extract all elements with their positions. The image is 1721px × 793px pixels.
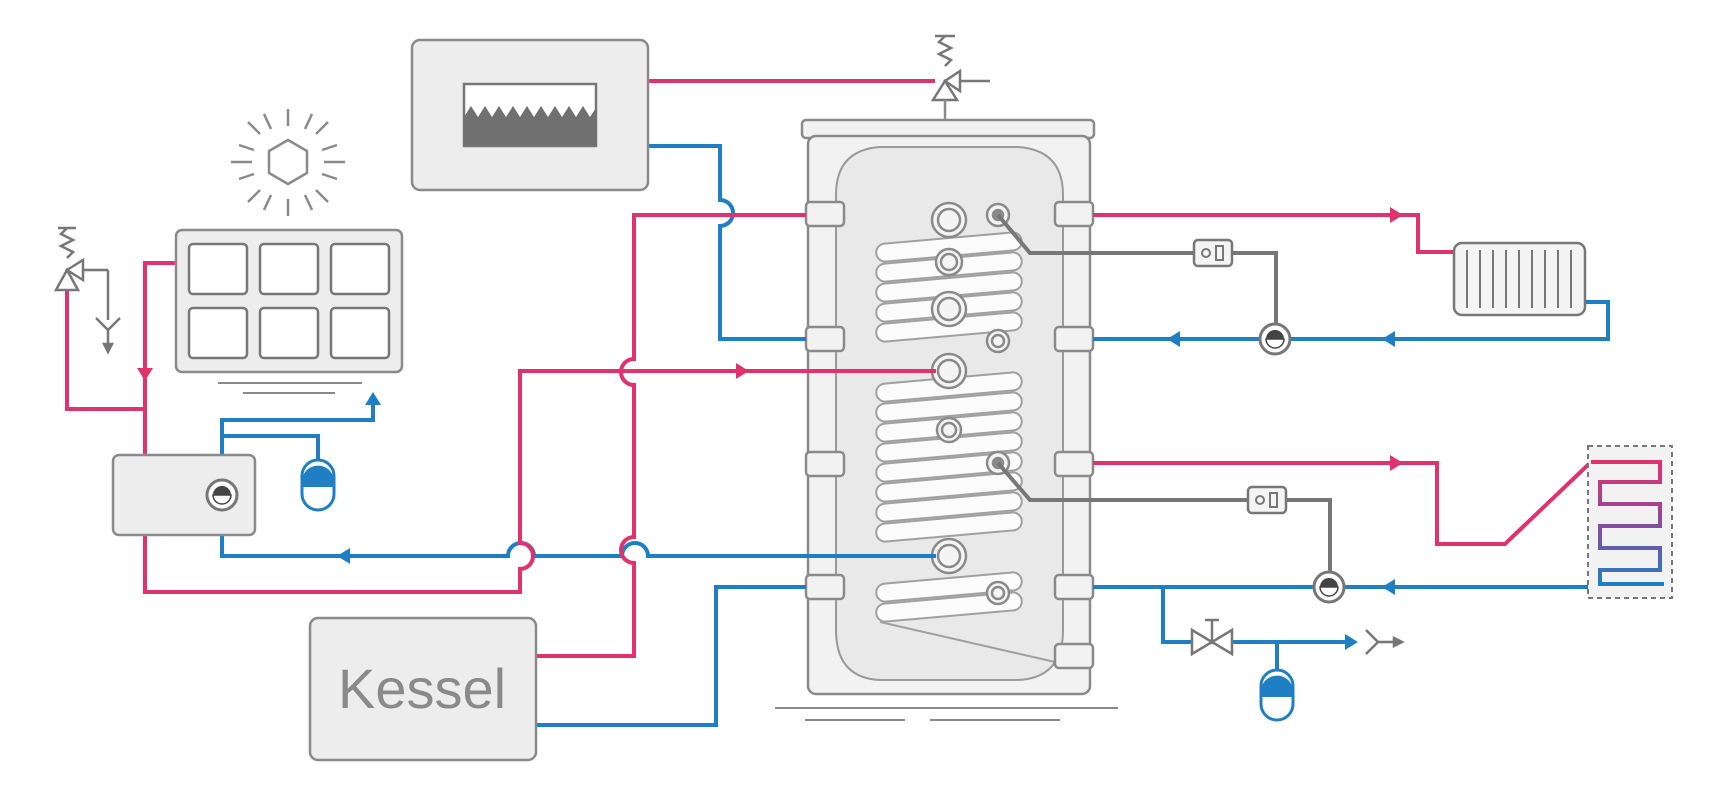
solar-collector-icon bbox=[174, 228, 404, 394]
controller-icon bbox=[1246, 485, 1288, 515]
hot-pipe-solar-safety bbox=[65, 290, 145, 411]
check-valve-icon bbox=[1190, 618, 1234, 657]
radiator-icon bbox=[1452, 241, 1587, 317]
heat-generator-box bbox=[410, 38, 650, 192]
heat-exchanger-coil-icon bbox=[875, 571, 1056, 663]
hot-pipe-floor-flow bbox=[1093, 460, 1593, 546]
controller-icon bbox=[1192, 238, 1234, 268]
hot-pipe-solar-flow bbox=[143, 261, 936, 594]
cold-pipe-boiler-return bbox=[536, 585, 806, 727]
sun-icon bbox=[231, 109, 345, 216]
cold-pipe-radiator-return bbox=[1093, 300, 1610, 341]
pump-icon bbox=[1258, 322, 1292, 356]
expansion-vessel-icon bbox=[300, 458, 336, 512]
boiler-label: Kessel bbox=[338, 657, 507, 720]
expansion-vessel-icon bbox=[1259, 668, 1295, 722]
hot-pipe-boiler-flow bbox=[536, 213, 806, 658]
cold-pipe-expansion-solar bbox=[222, 434, 320, 460]
safety-valve-icon bbox=[930, 34, 990, 120]
gas-boiler-icon bbox=[308, 616, 538, 762]
hot-pipe-radiator-flow bbox=[1093, 213, 1455, 254]
solar-station bbox=[111, 453, 257, 537]
pump-icon bbox=[1312, 570, 1346, 604]
safety-valve-icon bbox=[53, 226, 108, 292]
heat-exchanger-coil-icon bbox=[875, 371, 1023, 543]
cold-pipe-water-branch bbox=[1161, 587, 1350, 644]
drain-funnel-icon bbox=[1365, 629, 1405, 655]
underfloor-heating-icon bbox=[1587, 445, 1673, 599]
pump-icon bbox=[205, 478, 239, 512]
flow-arrow-icon bbox=[137, 207, 1403, 650]
cold-pipe-heater-return bbox=[648, 144, 806, 341]
drain-funnel-icon bbox=[95, 270, 121, 355]
coil-connectors bbox=[930, 201, 1011, 606]
tank-ports bbox=[804, 200, 1095, 670]
